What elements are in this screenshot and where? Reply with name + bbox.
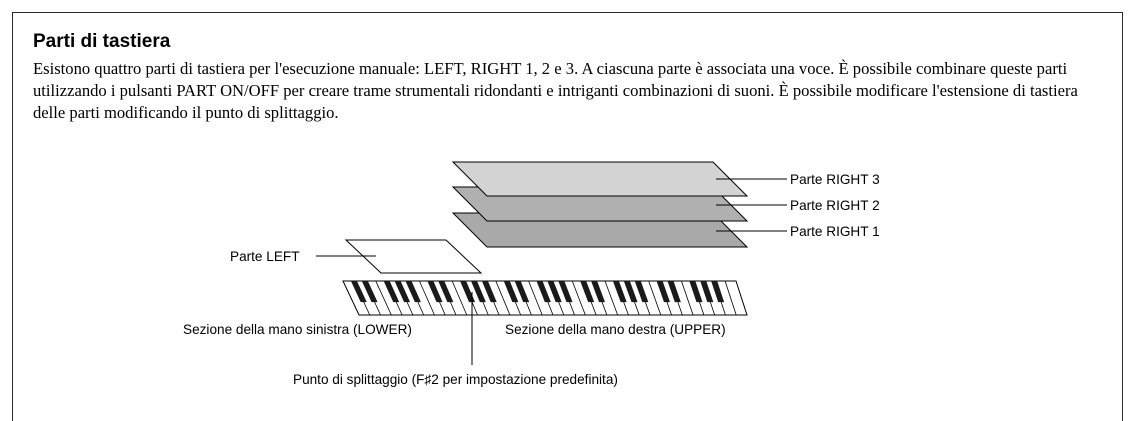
keyboard-keys xyxy=(350,280,737,316)
label-right3: Parte RIGHT 3 xyxy=(790,172,880,187)
black-key xyxy=(350,281,367,303)
black-key xyxy=(689,281,703,303)
black-key xyxy=(558,281,573,303)
black-key xyxy=(580,281,595,303)
black-key xyxy=(383,281,400,303)
black-key xyxy=(460,281,476,303)
black-key xyxy=(700,281,714,303)
black-key xyxy=(667,281,681,303)
black-key xyxy=(361,281,378,303)
black-key xyxy=(536,281,551,303)
black-key xyxy=(438,281,454,303)
black-key xyxy=(427,281,443,303)
black-key xyxy=(591,281,606,303)
white-key-divider xyxy=(724,280,737,316)
black-key xyxy=(547,281,562,303)
black-key xyxy=(481,281,497,303)
label-right2: Parte RIGHT 2 xyxy=(790,198,880,213)
white-key-divider xyxy=(681,280,694,316)
section-paragraph: Esistono quattro parti di tastiera per l… xyxy=(33,59,1078,122)
white-key-divider xyxy=(604,280,619,316)
black-key xyxy=(503,281,519,303)
label-split-point: Punto di splittaggio (F♯2 per impostazio… xyxy=(293,372,618,387)
label-lower-section: Sezione della mano sinistra (LOWER) xyxy=(183,322,412,337)
white-key-divider xyxy=(451,280,468,316)
black-key xyxy=(514,281,530,303)
black-key xyxy=(405,281,421,303)
black-key xyxy=(471,281,486,303)
black-key xyxy=(623,281,638,303)
label-left: Parte LEFT xyxy=(230,249,300,264)
white-key-divider xyxy=(495,280,511,316)
white-key-divider xyxy=(375,280,392,316)
white-key-divider xyxy=(648,280,662,316)
section-title: Parti di tastiera xyxy=(33,31,171,52)
white-key-divider xyxy=(419,280,435,316)
label-right1: Parte RIGHT 1 xyxy=(790,224,880,239)
black-key xyxy=(711,281,725,303)
plane-right3 xyxy=(451,161,749,197)
white-key-divider xyxy=(571,280,586,316)
black-key xyxy=(656,281,671,303)
page-frame xyxy=(12,12,1123,421)
keyboard xyxy=(342,280,748,316)
black-key xyxy=(394,281,411,303)
label-upper-section: Sezione della mano destra (UPPER) xyxy=(505,322,726,337)
black-key xyxy=(634,281,649,303)
black-key xyxy=(612,281,627,303)
white-key-divider xyxy=(528,280,543,316)
plane-left xyxy=(344,239,483,274)
